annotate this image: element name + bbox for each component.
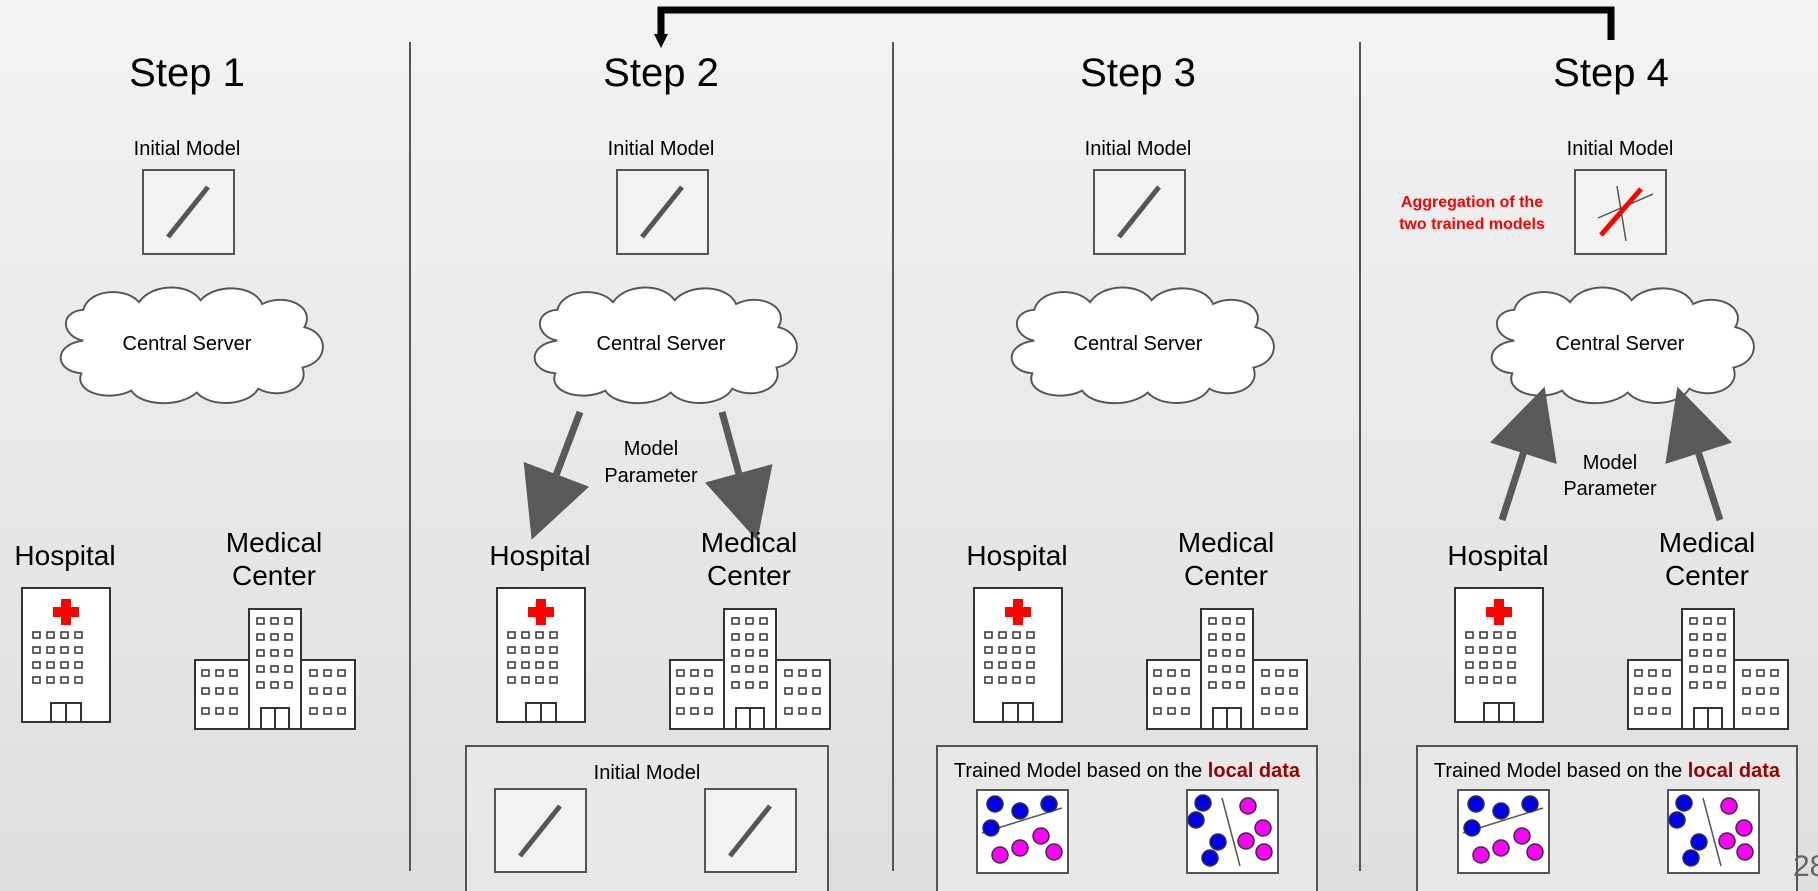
local-models-box: Initial Model [465, 745, 829, 891]
central-server-label: Central Server [597, 333, 726, 355]
page-number: 28 [1793, 850, 1818, 883]
step-title: Step 4 [1553, 51, 1669, 95]
up-arrow-from-medical-center [1665, 386, 1733, 522]
medical-center-building-icon [194, 608, 356, 730]
down-arrow-to-hospital [523, 410, 590, 540]
initial-model-box [142, 169, 235, 255]
medical-center-label-line1: Medical [226, 527, 322, 558]
central-server-label: Central Server [1556, 333, 1685, 355]
local-models-label: Initial Model [594, 762, 701, 784]
trained-models-label: Trained Model based on the local data [954, 760, 1301, 782]
medical-center-building-icon [669, 608, 831, 730]
initial-model-label: Initial Model [608, 138, 715, 160]
medical-center-label-line2: Center [707, 560, 791, 591]
medical-center-building-icon [1627, 608, 1789, 730]
trained-models-box: Trained Model based on the local data [1416, 745, 1798, 891]
down-arrow-to-medical-center [705, 411, 773, 541]
up-arrow-from-hospital [1489, 386, 1557, 522]
central-server-label: Central Server [1074, 333, 1203, 355]
medical-center-label-line1: Medical [701, 527, 797, 558]
trained-models-label: Trained Model based on the local data [1434, 760, 1781, 782]
step-1-column: Step 1 Initial Model Central Server Hosp… [14, 51, 356, 730]
hospital-label: Hospital [489, 540, 590, 571]
hospital-label: Hospital [966, 540, 1067, 571]
medical-center-building-icon [1146, 608, 1308, 730]
medical-center-label-line1: Medical [1659, 527, 1755, 558]
aggregation-label-line1: Aggregation of the [1401, 194, 1543, 211]
initial-model-box [1093, 169, 1186, 255]
medical-center-label-line1: Medical [1178, 527, 1274, 558]
model-parameter-label-line2: Parameter [1563, 478, 1657, 500]
medical-center-label-line2: Center [1665, 560, 1749, 591]
trained-models-box: Trained Model based on the local data [936, 745, 1318, 891]
model-parameter-label-line1: Model [624, 438, 678, 460]
step-4-column: Step 4 Initial Model Aggregation of the … [1399, 51, 1798, 891]
hospital-building-icon [21, 587, 111, 723]
model-parameter-label-line1: Model [1583, 452, 1637, 474]
aggregated-model-box [1574, 169, 1667, 255]
hospital-label: Hospital [14, 540, 115, 571]
medical-center-label-line2: Center [232, 560, 316, 591]
hospital-building-icon [1454, 587, 1544, 723]
step-title: Step 2 [603, 51, 719, 95]
initial-model-label: Initial Model [1567, 138, 1674, 160]
medical-center-label-line2: Center [1184, 560, 1268, 591]
step-2-column: Step 2 Initial Model Central Server Mode… [465, 51, 831, 891]
trained-model-hospital [1457, 789, 1550, 874]
hospital-label: Hospital [1447, 540, 1548, 571]
step-3-column: Step 3 Initial Model Central Server Hosp… [936, 51, 1318, 891]
trained-model-medical-center [1667, 789, 1760, 874]
hospital-building-icon [496, 587, 586, 723]
hospital-building-icon [973, 587, 1063, 723]
loop-back-arrow [654, 6, 1615, 48]
aggregation-label-line2: two trained models [1399, 216, 1545, 233]
initial-model-label: Initial Model [1085, 138, 1192, 160]
initial-model-label: Initial Model [134, 138, 241, 160]
trained-model-hospital [976, 789, 1069, 874]
initial-model-box [616, 169, 709, 255]
step-title: Step 3 [1080, 51, 1196, 95]
trained-model-medical-center [1186, 789, 1279, 874]
central-server-label: Central Server [123, 333, 252, 355]
step-title: Step 1 [129, 51, 245, 95]
model-parameter-label-line2: Parameter [604, 465, 698, 487]
